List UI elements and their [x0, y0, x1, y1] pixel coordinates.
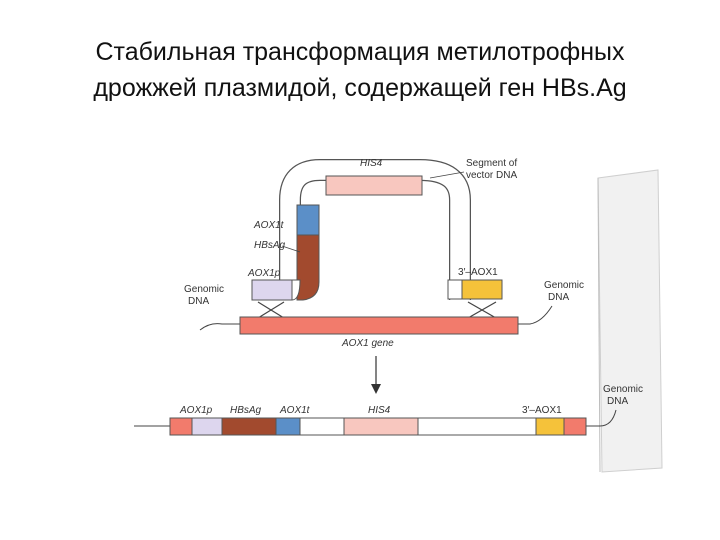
label-genomic-right-line2: DNA [548, 292, 569, 303]
label-genomic-left-line2: DNA [188, 296, 209, 307]
page-edge-shadow [597, 169, 663, 473]
genomic-dna-left-line [199, 323, 240, 331]
result-aox1t [275, 417, 301, 436]
label-genomic-right-line1: Genomic [544, 280, 584, 291]
result-aox1-right [563, 417, 587, 436]
label-aox1p: AOX1p [247, 268, 281, 279]
result-genomic-right-line [586, 409, 617, 427]
three-aox1-segment [461, 279, 503, 300]
result-aox1-left [169, 417, 193, 436]
aox1-gene-segment [239, 316, 519, 335]
result-label-aox1p: AOX1p [179, 405, 213, 416]
vector-segment-fill [280, 160, 470, 300]
result-his4 [343, 417, 419, 436]
slide-title-line2: дрожжей плазмидой, содержащей ген HBs.Ag [93, 74, 627, 102]
genomic-dna-right-line [518, 305, 553, 325]
result-three-aox1 [535, 417, 565, 436]
crossover-left [257, 301, 285, 319]
result-vector-2 [417, 417, 537, 436]
aox1t-segment [296, 204, 320, 236]
label-segment-line2: vector DNA [466, 170, 517, 181]
slide-title-line1: Стабильная трансформация метилотрофных [95, 38, 625, 66]
label-aox1t: AOX1t [253, 220, 285, 231]
result-label-his4: HIS4 [368, 405, 391, 416]
result-label-genomic-line1: Genomic [603, 384, 643, 395]
result-label-genomic-line2: DNA [607, 396, 628, 407]
label-segment-line1: Segment of [466, 158, 517, 169]
label-genomic-left-line1: Genomic [184, 284, 224, 295]
label-aox1-gene: AOX1 gene [341, 338, 394, 349]
segment-pointer [429, 171, 465, 179]
hbsag-pointer [281, 245, 301, 253]
result-label-aox1t: AOX1t [279, 405, 311, 416]
result-vector-1 [299, 417, 345, 436]
crossover-right [467, 301, 497, 319]
vector-right-end [447, 279, 463, 300]
label-hbsag: HBsAg [254, 240, 286, 251]
hbsag-segment [296, 234, 320, 301]
his4-segment [325, 175, 423, 196]
aox1p-connector [291, 279, 301, 301]
aox1p-segment [251, 279, 293, 301]
result-hbsag [221, 417, 277, 436]
page-edge-line [597, 177, 601, 473]
label-three-aox1-top: 3′–AOX1 [458, 267, 498, 278]
result-label-three-aox1: 3′–AOX1 [522, 405, 562, 416]
arrow-down-icon [371, 356, 381, 394]
result-label-hbsag: HBsAg [230, 405, 262, 416]
label-his4: HIS4 [360, 158, 383, 169]
slide-title: Стабильная трансформация метилотрофных д… [0, 34, 720, 106]
result-aox1p [191, 417, 223, 436]
